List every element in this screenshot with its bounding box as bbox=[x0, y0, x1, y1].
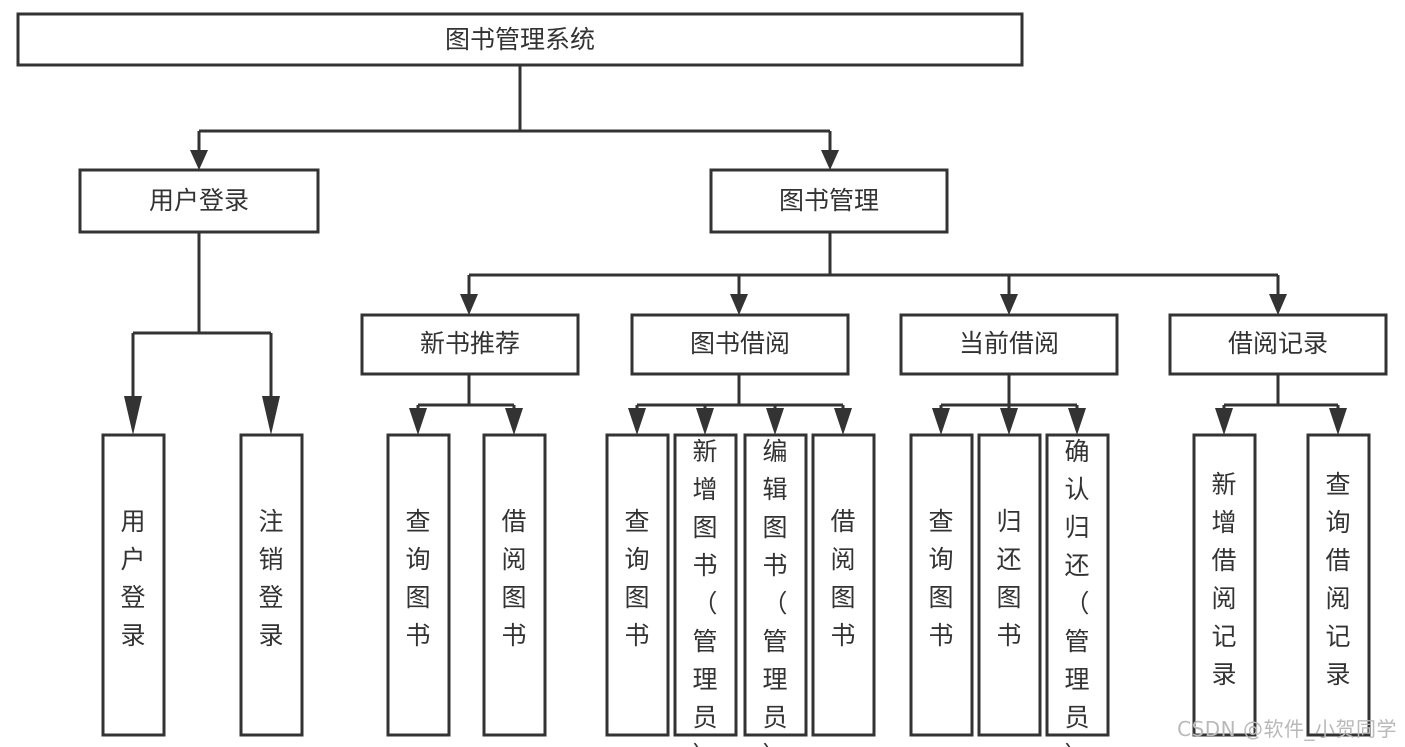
arrowhead-br-leaf-1 bbox=[1215, 408, 1233, 435]
node-book-borrow-box[interactable] bbox=[630, 313, 850, 376]
arrowhead-root-book-management bbox=[821, 150, 839, 170]
node-leaf-query-book-3[interactable]: 查询图书 bbox=[909, 433, 974, 737]
arrowhead-nb-leaf-1 bbox=[409, 408, 427, 435]
node-new-book-recommend-label: 新书推荐 bbox=[420, 329, 520, 358]
node-leaf-add-borrow-record[interactable]: 新增借阅记录 bbox=[1192, 433, 1257, 737]
arrowhead-user-login-leaf-1 bbox=[124, 396, 142, 435]
arrowhead-bb-leaf-3 bbox=[766, 408, 784, 435]
node-book-borrow-label: 图书借阅 bbox=[690, 329, 790, 358]
arrowhead-bb-leaf-2 bbox=[696, 408, 714, 435]
node-current-borrow-label: 当前借阅 bbox=[959, 329, 1059, 358]
node-leaf-borrow-book-1-label: 借阅图书 bbox=[501, 507, 526, 650]
arrowhead-bm-borrow-record bbox=[1269, 294, 1287, 315]
node-leaf-return-book-box[interactable] bbox=[977, 433, 1042, 737]
node-root[interactable]: 图书管理系统 bbox=[16, 12, 1024, 67]
node-new-book-recommend-box[interactable] bbox=[360, 313, 580, 376]
node-leaf-query-book-2-label: 查询图书 bbox=[624, 507, 649, 650]
node-leaf-query-book-1[interactable]: 查询图书 bbox=[386, 433, 451, 737]
node-book-management[interactable]: 图书管理 bbox=[709, 168, 949, 234]
node-leaf-add-borrow-record-label: 新增借阅记录 bbox=[1211, 470, 1236, 689]
node-leaf-return-book-label: 归还图书 bbox=[996, 507, 1021, 650]
connector-new-book-to-leaves bbox=[416, 374, 516, 412]
arrowhead-user-login-leaf-2 bbox=[262, 396, 280, 435]
node-leaf-return-book[interactable]: 归还图书 bbox=[977, 433, 1042, 737]
connector-user-login-to-leaves bbox=[131, 232, 273, 398]
node-leaf-user-login-box[interactable] bbox=[101, 433, 166, 737]
arrowhead-br-leaf-2 bbox=[1329, 408, 1347, 435]
arrowhead-bm-new-book bbox=[460, 294, 478, 315]
node-leaf-query-book-2-box[interactable] bbox=[605, 433, 670, 737]
arrowhead-root-user-login bbox=[190, 150, 208, 170]
node-leaf-edit-book-box[interactable] bbox=[743, 433, 808, 737]
node-leaf-user-logout[interactable]: 注销登录 bbox=[239, 433, 304, 737]
node-leaf-user-logout-box[interactable] bbox=[239, 433, 304, 737]
node-leaf-query-book-1-label: 查询图书 bbox=[405, 507, 430, 650]
node-leaf-query-borrow-record-label: 查询借阅记录 bbox=[1325, 470, 1350, 689]
arrowhead-cb-leaf-3 bbox=[1068, 408, 1086, 435]
connector-book-management-to-level2 bbox=[467, 232, 1280, 296]
node-leaf-query-borrow-record-box[interactable] bbox=[1306, 433, 1371, 737]
node-new-book-recommend[interactable]: 新书推荐 bbox=[360, 313, 580, 376]
connector-root-to-level1 bbox=[197, 65, 832, 152]
arrowhead-bb-leaf-1 bbox=[628, 408, 646, 435]
connector-book-borrow-to-leaves bbox=[635, 374, 845, 412]
arrowhead-bm-book-borrow bbox=[730, 294, 748, 315]
node-root-label: 图书管理系统 bbox=[445, 25, 595, 54]
node-book-management-label: 图书管理 bbox=[779, 186, 879, 215]
node-current-borrow-box[interactable] bbox=[899, 313, 1119, 376]
node-borrow-record[interactable]: 借阅记录 bbox=[1168, 313, 1388, 376]
node-leaf-confirm-return[interactable]: 确认归还（管理员） bbox=[1045, 433, 1110, 747]
node-user-login-box[interactable] bbox=[78, 168, 320, 234]
node-leaf-borrow-book-2-box[interactable] bbox=[811, 433, 876, 737]
node-borrow-record-box[interactable] bbox=[1168, 313, 1388, 376]
arrowhead-bm-current-borrow bbox=[1000, 294, 1018, 315]
node-root-box[interactable] bbox=[16, 12, 1024, 67]
node-user-login[interactable]: 用户登录 bbox=[78, 168, 320, 234]
arrowhead-cb-leaf-1 bbox=[932, 408, 950, 435]
node-leaf-add-book-box[interactable] bbox=[673, 433, 738, 737]
node-leaf-edit-book-label: 编辑图书（管理员） bbox=[762, 437, 787, 747]
node-leaf-query-borrow-record[interactable]: 查询借阅记录 bbox=[1306, 433, 1371, 737]
node-leaf-user-login-label: 用户登录 bbox=[120, 507, 145, 650]
connector-current-borrow-to-leaves bbox=[939, 374, 1079, 412]
node-leaf-user-logout-label: 注销登录 bbox=[258, 507, 283, 650]
node-leaf-user-login[interactable]: 用户登录 bbox=[101, 433, 166, 737]
node-leaf-confirm-return-label: 确认归还（管理员） bbox=[1064, 437, 1089, 747]
node-leaf-query-book-2[interactable]: 查询图书 bbox=[605, 433, 670, 737]
node-book-management-box[interactable] bbox=[709, 168, 949, 234]
node-leaf-add-book[interactable]: 新增图书（管理员） bbox=[673, 433, 738, 747]
node-leaf-borrow-book-2[interactable]: 借阅图书 bbox=[811, 433, 876, 737]
node-leaf-query-book-3-box[interactable] bbox=[909, 433, 974, 737]
arrowhead-cb-leaf-2 bbox=[1000, 408, 1018, 435]
arrowhead-nb-leaf-2 bbox=[505, 408, 523, 435]
node-leaf-query-book-1-box[interactable] bbox=[386, 433, 451, 737]
node-book-borrow[interactable]: 图书借阅 bbox=[630, 313, 850, 376]
node-user-login-label: 用户登录 bbox=[149, 186, 249, 215]
node-leaf-borrow-book-2-label: 借阅图书 bbox=[830, 507, 855, 650]
node-borrow-record-label: 借阅记录 bbox=[1228, 329, 1328, 358]
arrowhead-bb-leaf-4 bbox=[834, 408, 852, 435]
node-leaf-query-book-3-label: 查询图书 bbox=[928, 507, 953, 650]
node-leaf-confirm-return-box[interactable] bbox=[1045, 433, 1110, 737]
node-current-borrow[interactable]: 当前借阅 bbox=[899, 313, 1119, 376]
node-leaf-add-borrow-record-box[interactable] bbox=[1192, 433, 1257, 737]
node-leaf-borrow-book-1-box[interactable] bbox=[482, 433, 547, 737]
node-leaf-add-book-label: 新增图书（管理员） bbox=[692, 437, 717, 747]
connector-borrow-record-to-leaves bbox=[1222, 374, 1340, 412]
node-leaf-borrow-book-1[interactable]: 借阅图书 bbox=[482, 433, 547, 737]
node-leaf-edit-book[interactable]: 编辑图书（管理员） bbox=[743, 433, 808, 747]
